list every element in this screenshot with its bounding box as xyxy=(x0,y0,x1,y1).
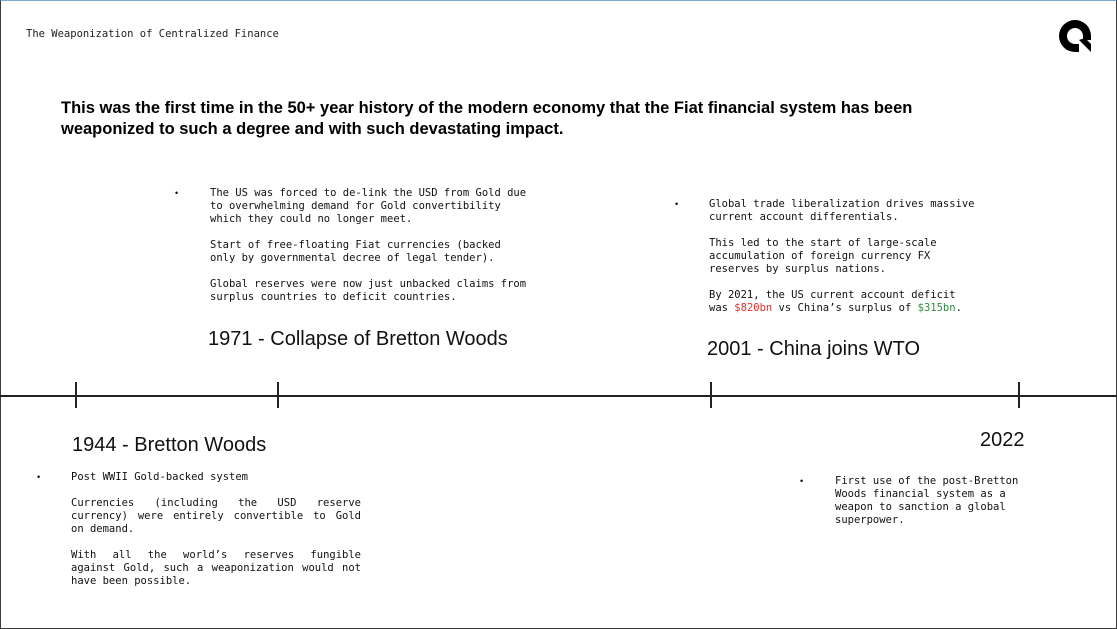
bullet-point: • xyxy=(37,472,41,482)
timeline-tick-1944 xyxy=(75,382,77,408)
brand-logo-icon xyxy=(1059,20,1091,52)
figures-suffix: . xyxy=(955,302,962,314)
slide-headline: This was the first time in the 50+ year … xyxy=(61,98,1061,140)
bullet-point: • xyxy=(175,188,179,198)
event-2022-description: First use of the post-Bretton Woods fina… xyxy=(835,475,1055,527)
timeline-tick-2022 xyxy=(1018,382,1020,408)
event-1971-title: 1971 - Collapse of Bretton Woods xyxy=(208,328,508,350)
event-1944-paragraph: With all the world’s reserves fungible a… xyxy=(71,549,361,587)
headline-line-1: This was the first time in the 50+ year … xyxy=(61,99,913,117)
event-2022-paragraph: First use of the post-Bretton Woods fina… xyxy=(835,475,1019,526)
event-2001-paragraph: Global trade liberalization drives massi… xyxy=(709,198,975,223)
event-1971-paragraph: Start of free-floating Fiat currencies (… xyxy=(210,239,501,264)
event-1944-title: 1944 - Bretton Woods xyxy=(72,434,267,456)
event-1971-paragraph: Global reserves were now just unbacked c… xyxy=(210,278,527,303)
us-deficit-value: $820bn xyxy=(734,302,773,314)
timeline-axis xyxy=(0,395,1117,397)
event-2022-title: 2022 xyxy=(980,429,1025,451)
event-1944-paragraph: Post WWII Gold-backed system xyxy=(71,471,249,483)
timeline-tick-2001 xyxy=(710,382,712,408)
timeline-tick-1971 xyxy=(277,382,279,408)
bullet-point: • xyxy=(800,476,804,486)
figures-prefix: By 2021, the US current account deficit … xyxy=(709,289,956,314)
event-2001-paragraph-figures: By 2021, the US current account deficit … xyxy=(709,289,1029,315)
event-1971-description: The US was forced to de-link the USD fro… xyxy=(210,187,570,304)
event-2001-description: Global trade liberalization drives massi… xyxy=(709,198,1029,315)
event-1944-description: Post WWII Gold-backed system Currencies … xyxy=(71,471,361,588)
headline-line-2: weaponized to such a degree and with suc… xyxy=(61,120,564,138)
china-surplus-value: $315bn xyxy=(917,302,956,314)
bullet-point: • xyxy=(675,199,679,209)
figures-middle: vs China’s surplus of xyxy=(772,302,918,314)
event-2001-title: 2001 - China joins WTO xyxy=(707,338,921,360)
event-1971-paragraph: The US was forced to de-link the USD fro… xyxy=(210,187,527,225)
deck-title: The Weaponization of Centralized Finance xyxy=(26,28,279,40)
event-1944-paragraph: Currencies (including the USD reserve cu… xyxy=(71,497,361,535)
event-2001-paragraph: This led to the start of large-scale acc… xyxy=(709,237,937,275)
